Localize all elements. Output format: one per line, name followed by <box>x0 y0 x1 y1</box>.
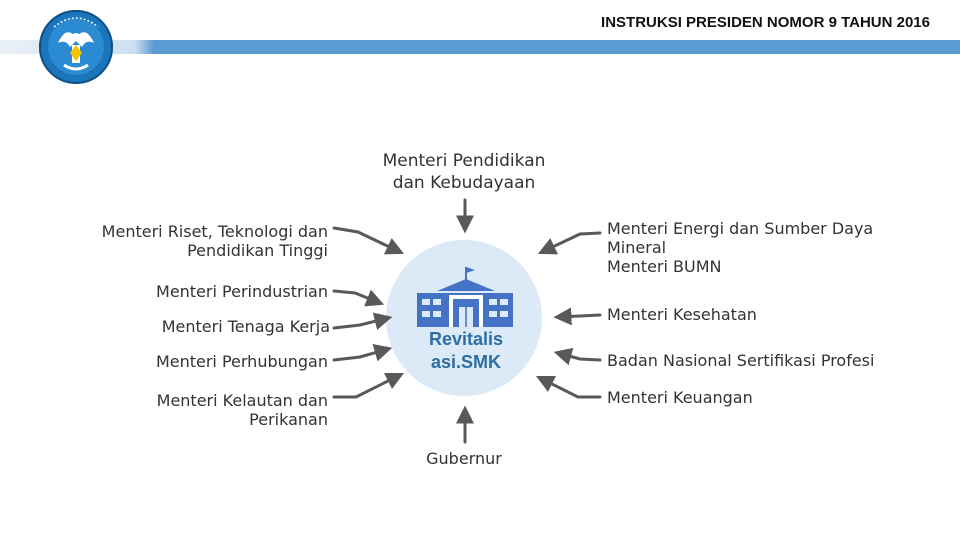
node-left-riset: Menteri Riset, Teknologi dan Pendidikan … <box>40 222 328 260</box>
arrow-right-energi <box>537 231 602 255</box>
arrow-left-tenaga-kerja <box>332 312 393 331</box>
arrow-left-riset <box>332 226 405 255</box>
node-left-tenaga-kerja: Menteri Tenaga Kerja <box>161 317 330 336</box>
node-left-riset-line2: Pendidikan Tinggi <box>187 241 328 260</box>
arrow-left-kelautan <box>332 372 405 399</box>
center-label-line2: asi.SMK <box>430 352 502 372</box>
node-left-perhubungan: Menteri Perhubungan <box>155 352 328 371</box>
node-right-energi-line2: Mineral <box>607 238 667 257</box>
arrow-right-kesehatan <box>553 307 602 326</box>
arrow-left-perhubungan <box>332 344 393 362</box>
school-building-icon <box>417 267 513 327</box>
node-right-keuangan: Menteri Keuangan <box>607 388 753 407</box>
node-left-kelautan-line2: Perikanan <box>249 410 328 429</box>
center-label-line1: Revitalis <box>428 329 504 349</box>
node-top-line1: Menteri Pendidikan <box>382 151 546 171</box>
node-right-energi: Menteri Energi dan Sumber Daya Mineral <box>607 219 873 257</box>
header-bar <box>0 40 960 54</box>
node-top: Menteri Pendidikan dan Kebudayaan <box>346 150 582 194</box>
center-label: Revitalis asi.SMK <box>386 328 546 374</box>
node-right-bnsp: Badan Nasional Sertifikasi Profesi <box>607 351 875 370</box>
node-top-line2: dan Kebudayaan <box>392 173 536 193</box>
tut-wuri-handayani-emblem-icon <box>39 10 113 84</box>
node-right-energi-line1: Menteri Energi dan Sumber Daya <box>607 219 874 238</box>
arrow-right-keuangan <box>535 375 602 399</box>
node-left-riset-line1: Menteri Riset, Teknologi dan <box>101 222 328 241</box>
node-right-kesehatan: Menteri Kesehatan <box>607 305 757 324</box>
node-right-bumn: Menteri BUMN <box>607 257 722 276</box>
arrow-left-perindustrian <box>332 289 385 307</box>
node-bottom: Gubernur <box>426 449 502 468</box>
node-left-kelautan-line1: Menteri Kelautan dan <box>156 391 328 410</box>
page-title: INSTRUKSI PRESIDEN NOMOR 9 TAHUN 2016 <box>601 14 930 31</box>
arrow-right-bnsp <box>553 347 602 366</box>
node-left-kelautan: Menteri Kelautan dan Perikanan <box>40 391 328 429</box>
logo <box>36 7 116 87</box>
node-left-perindustrian: Menteri Perindustrian <box>156 282 328 301</box>
